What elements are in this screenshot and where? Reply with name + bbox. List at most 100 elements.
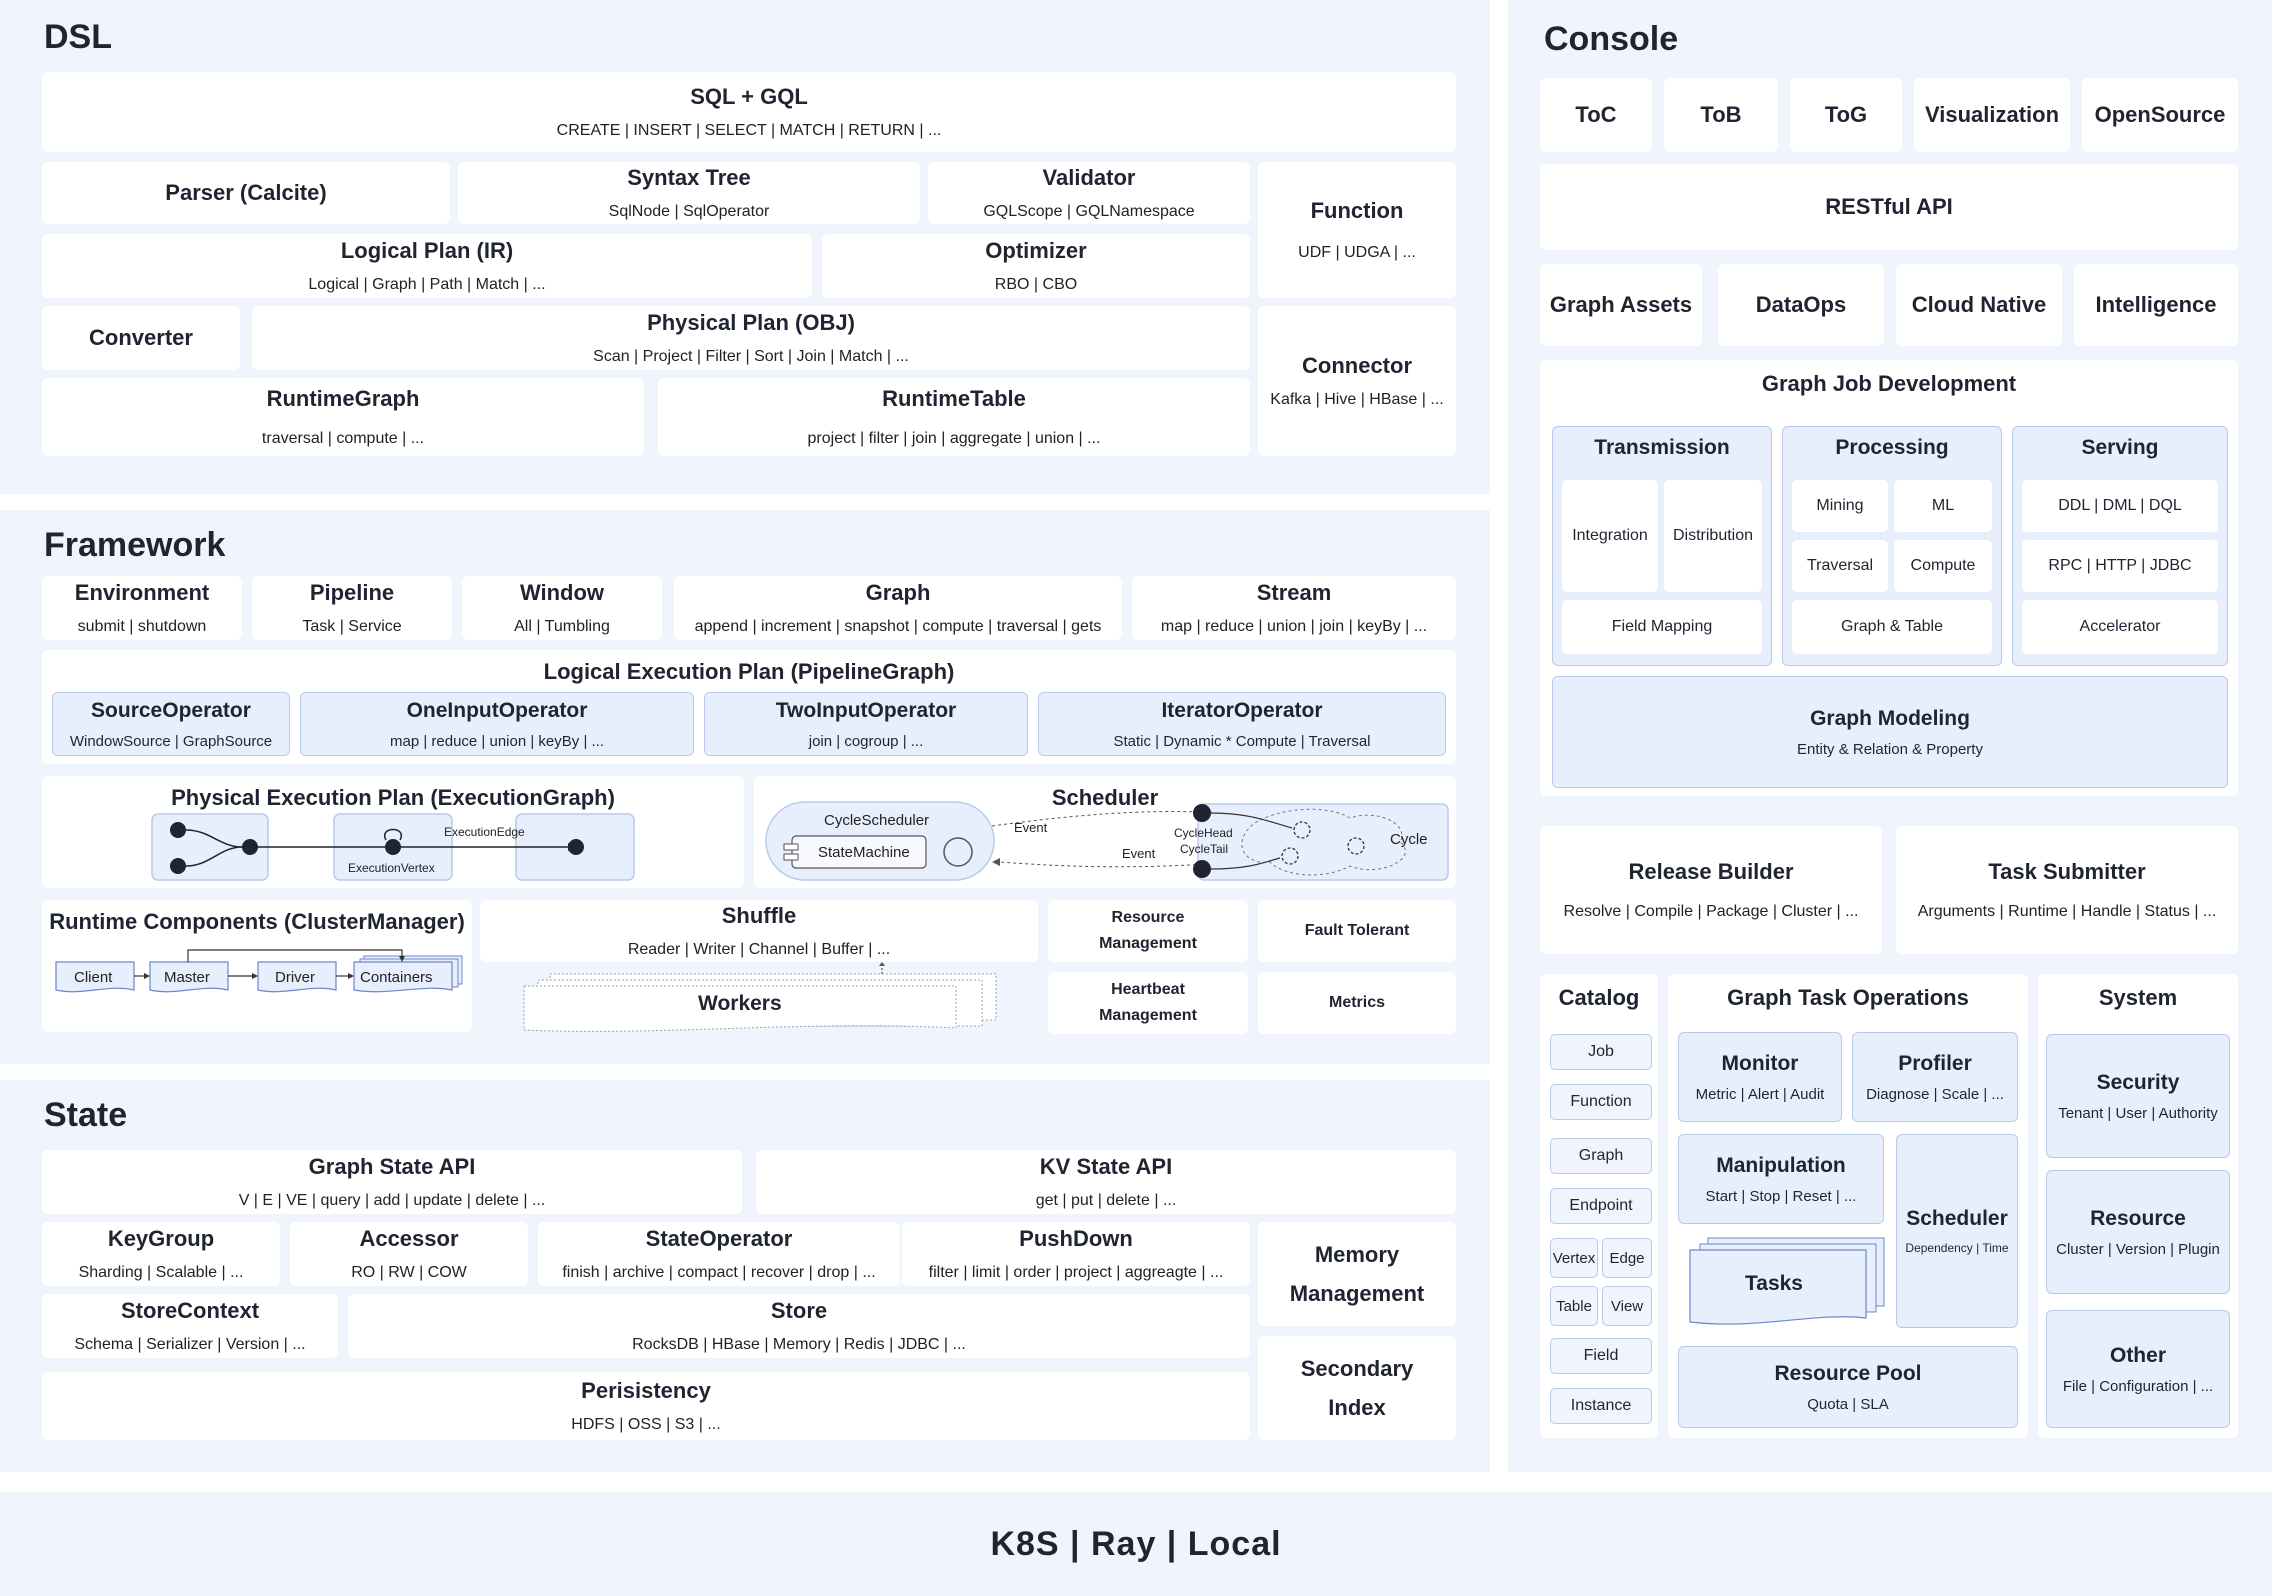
client-label: Client <box>74 969 113 986</box>
cycle-tail-label: CycleTail <box>1180 842 1228 856</box>
restful-api-box: RESTful API <box>1540 164 2238 250</box>
catalog-table[interactable]: Table <box>1550 1286 1598 1326</box>
serving-title: Serving <box>2081 436 2159 459</box>
event-label-2: Event <box>1122 846 1156 861</box>
integration-item: Integration <box>1562 480 1658 592</box>
resource-management-box: Resource Management <box>1048 900 1248 962</box>
console-top-toc: ToC <box>1540 78 1652 152</box>
framework-title: Framework <box>44 526 226 564</box>
heartbeat-management-box: Heartbeat Management <box>1048 972 1248 1034</box>
scheduler-diagram: CycleScheduler StateMachine Event Event … <box>765 801 1449 881</box>
state-machine-label: StateMachine <box>818 844 910 861</box>
catalog-view[interactable]: View <box>1602 1286 1652 1326</box>
metrics-box: Metrics <box>1258 972 1456 1034</box>
graph-table-item: Graph & Table <box>1792 600 1992 654</box>
driver-label: Driver <box>275 969 315 986</box>
compute-item: Compute <box>1894 540 1992 592</box>
console-top-tog: ToG <box>1790 78 1902 152</box>
graph-assets-box: Graph Assets <box>1540 264 1702 346</box>
cycle-label: Cycle <box>1390 831 1428 848</box>
field-mapping-item: Field Mapping <box>1562 600 1762 654</box>
tasks-stack <box>1689 1237 1885 1325</box>
catalog-field[interactable]: Field <box>1550 1338 1652 1374</box>
console-top-tob: ToB <box>1664 78 1778 152</box>
ml-item: ML <box>1894 480 1992 532</box>
intelligence-box: Intelligence <box>2074 264 2238 346</box>
parser-box: Parser (Calcite) <box>42 162 450 224</box>
physical-plan-box: Physical Plan (OBJ)Scan | Project | Filt… <box>252 306 1250 370</box>
catalog-vertex[interactable]: Vertex <box>1550 1238 1598 1278</box>
execution-vertex-label: ExecutionVertex <box>348 861 435 875</box>
logical-plan-box: Logical Plan (IR)Logical | Graph | Path … <box>42 234 812 298</box>
console-title: Console <box>1544 20 1679 58</box>
mining-item: Mining <box>1792 480 1888 532</box>
containers-label: Containers <box>360 969 433 986</box>
workers-label: Workers <box>698 992 782 1015</box>
runtime-platform-label: K8S | Ray | Local <box>990 1524 1282 1563</box>
catalog-job[interactable]: Job <box>1550 1034 1652 1070</box>
catalog-function[interactable]: Function <box>1550 1084 1652 1120</box>
dsl-title: DSL <box>44 18 112 56</box>
runtime-platform-bar: K8S | Ray | Local <box>0 1492 2272 1596</box>
processing-title: Processing <box>1835 436 1949 459</box>
state-title: State <box>44 1096 128 1134</box>
console-top-visualization: Visualization <box>1914 78 2070 152</box>
event-label-1: Event <box>1014 820 1048 835</box>
catalog-graph[interactable]: Graph <box>1550 1138 1652 1174</box>
accelerator-item: Accelerator <box>2022 600 2218 654</box>
rpc-item: RPC | HTTP | JDBC <box>2022 540 2218 592</box>
transmission-title: Transmission <box>1594 436 1730 459</box>
cloud-native-box: Cloud Native <box>1896 264 2062 346</box>
execution-edge-label: ExecutionEdge <box>444 825 525 839</box>
execution-graph-diagram: ExecutionEdge ExecutionVertex <box>151 813 635 881</box>
workers-diagram <box>523 962 997 1032</box>
catalog-endpoint[interactable]: Endpoint <box>1550 1188 1652 1224</box>
ddl-item: DDL | DML | DQL <box>2022 480 2218 532</box>
fault-tolerant-box: Fault Tolerant <box>1258 900 1456 962</box>
catalog-edge[interactable]: Edge <box>1602 1238 1652 1278</box>
tasks-label: Tasks <box>1745 1272 1803 1295</box>
traversal-item: Traversal <box>1792 540 1888 592</box>
master-label: Master <box>164 969 210 986</box>
catalog-instance[interactable]: Instance <box>1550 1388 1652 1424</box>
dataops-box: DataOps <box>1718 264 1884 346</box>
cluster-manager-diagram: Client Master Driver Containers <box>55 949 463 993</box>
